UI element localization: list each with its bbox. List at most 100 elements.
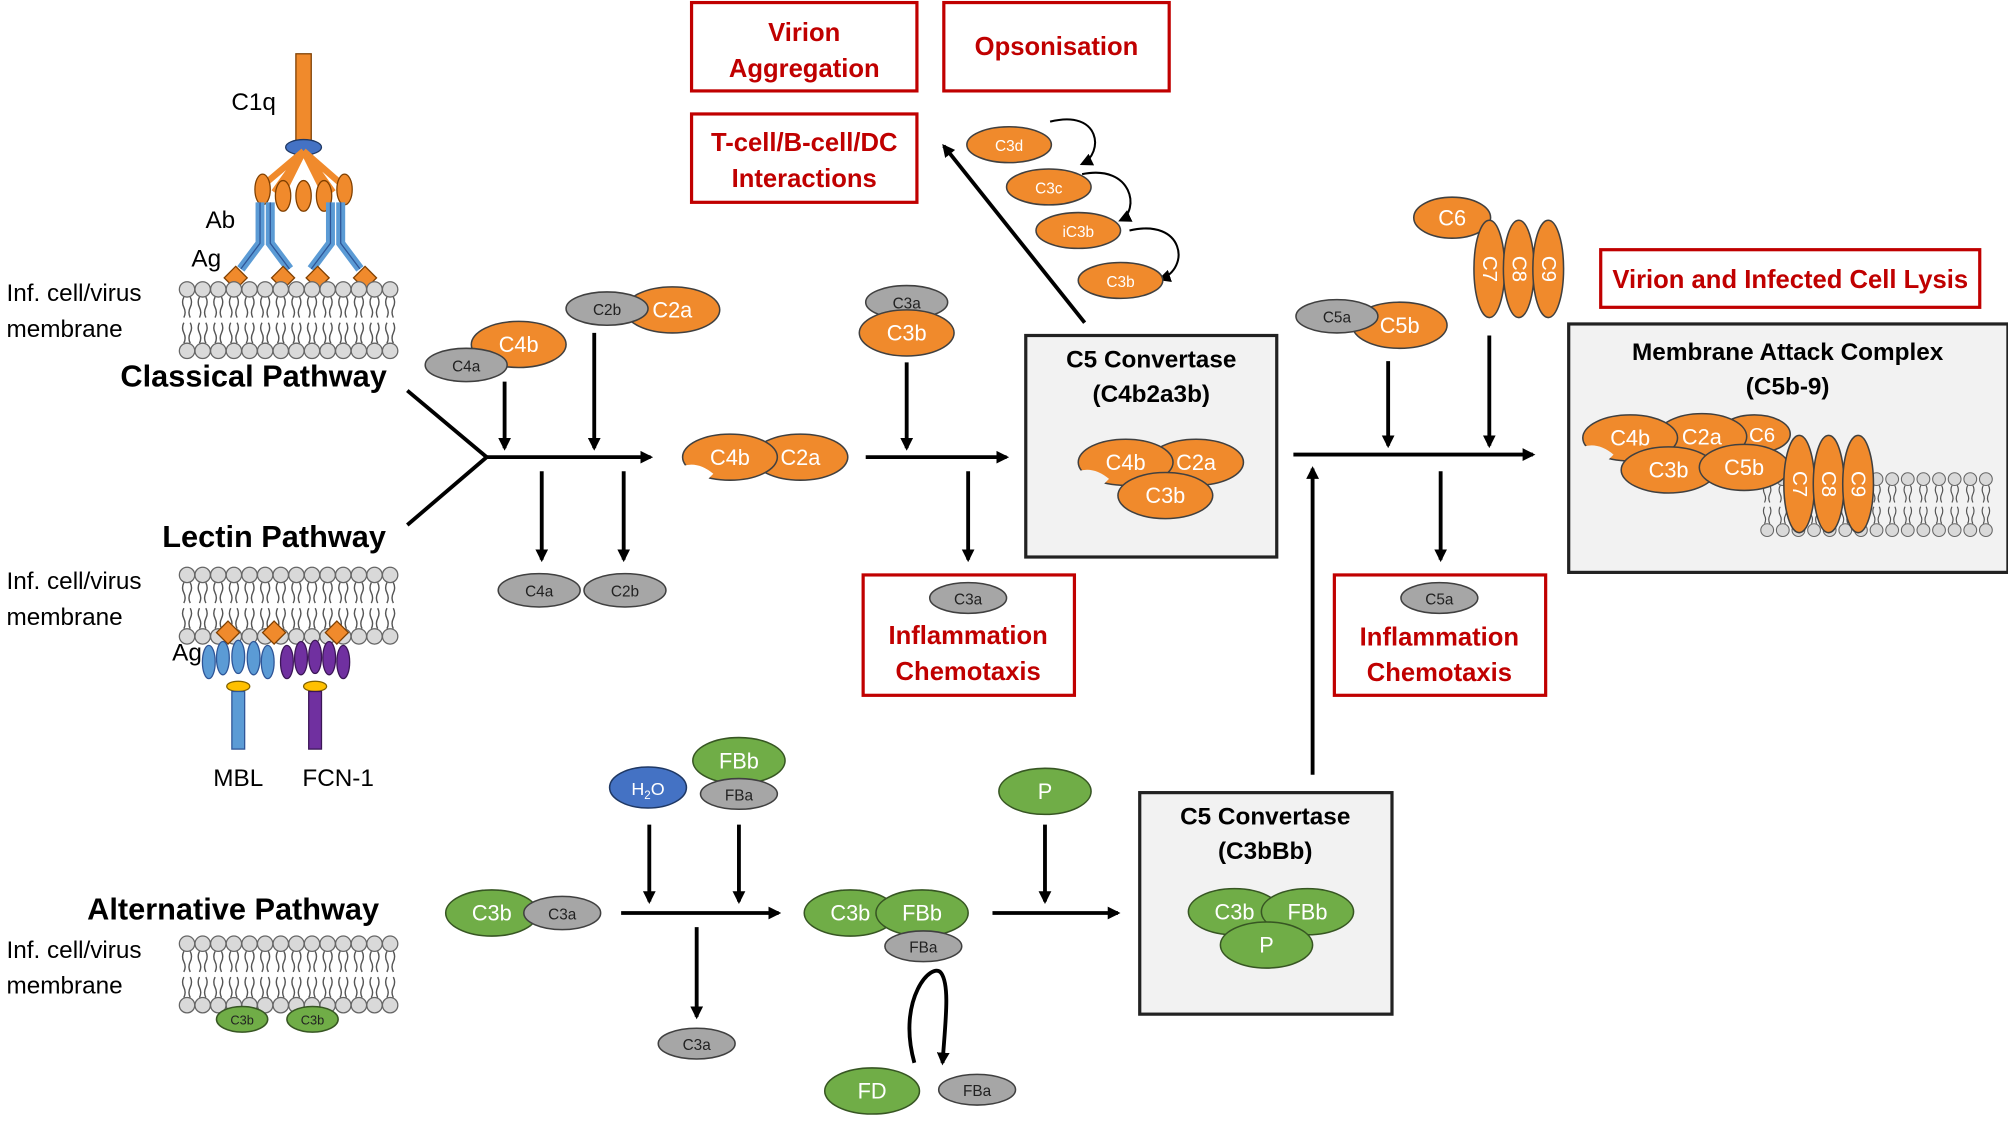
alternative-pathway-title: Alternative Pathway — [87, 891, 379, 926]
flow-arrows — [406, 118, 1536, 1066]
lipid — [288, 566, 305, 645]
fbb-label-2: FBb — [902, 901, 942, 926]
alt-c3a-label-2: C3a — [683, 1037, 712, 1054]
box-c4b-label: C4b — [1106, 450, 1146, 475]
fba-label-2: FBa — [909, 940, 938, 957]
c1q-label: C1q — [231, 89, 276, 116]
inflammation-1-line2: Chemotaxis — [896, 658, 1041, 686]
c3a-label-1: C3a — [893, 296, 922, 313]
lipid — [194, 566, 212, 645]
lipid — [350, 566, 368, 645]
membrane-label-classical-2: membrane — [6, 316, 122, 343]
alt-c3a-label-1: C3a — [548, 906, 577, 923]
mac-c2a-label: C2a — [1682, 424, 1723, 449]
alt-c3b-label-2: C3b — [830, 901, 870, 926]
lipid — [381, 566, 399, 645]
mac-c8-label: C8 — [1817, 471, 1840, 497]
membrane-label-classical-1: Inf. cell/virus — [6, 280, 141, 307]
fcn1-label: FCN-1 — [302, 765, 374, 792]
mac-c3b-label: C3b — [1649, 458, 1689, 483]
lipid — [178, 566, 196, 645]
lipid — [256, 281, 274, 360]
lipid — [319, 935, 337, 1014]
classical-c4b-c4a: C4b C4a — [424, 320, 567, 383]
lectin-receptors — [201, 620, 351, 750]
alt-c3bb-complex: C3b FBb FBa — [803, 889, 969, 963]
c5-split: C5b C5a — [1295, 298, 1448, 350]
lipid — [178, 281, 196, 360]
mac-c9-label: C9 — [1847, 471, 1870, 497]
c3b-degradation-chain: C3d C3c iC3b C3b — [966, 126, 1164, 300]
c2a-label-1: C2a — [652, 298, 693, 323]
alt-box-fbb-label: FBb — [1288, 899, 1328, 924]
outcome-tcell-interactions: T-cell/B-cell/DC Interactions — [689, 112, 919, 204]
mac-c4b-label: C4b — [1610, 426, 1650, 451]
factor-b: FBb FBa — [692, 736, 786, 811]
inflammation-1-line1: Inflammation — [888, 622, 1047, 650]
factor-d: FD FBa — [823, 1067, 1017, 1115]
c6-label-1: C6 — [1438, 205, 1466, 230]
mac-c6-label: C6 — [1749, 424, 1775, 447]
lipid — [241, 935, 258, 1014]
lipid — [350, 281, 368, 360]
membrane-c3b-deposits: C3b C3b — [215, 1005, 339, 1033]
c9-label-1: C9 — [1537, 256, 1560, 282]
mac-c7-label: C7 — [1788, 471, 1811, 497]
lipid — [256, 935, 274, 1014]
c3b-small-label: C3b — [1106, 274, 1134, 291]
c3-convertase-c4b2a: C2a C4b — [681, 433, 849, 482]
c3a-molecule-label: C3a — [954, 591, 983, 608]
c3c-label: C3c — [1035, 180, 1063, 197]
h2o-label: H2O — [631, 779, 664, 802]
c5a-label-1: C5a — [1323, 310, 1352, 327]
membrane-label-alt-2: membrane — [6, 973, 122, 1000]
classical-convertase-title: C5 Convertase — [1066, 347, 1236, 374]
alt-c5-convertase-box: C5 Convertase (C3bBb) C3b FBb P — [1138, 791, 1394, 1016]
lipid — [194, 935, 212, 1014]
lipid — [241, 281, 258, 360]
mac-sub: (C5b-9) — [1746, 373, 1830, 400]
c3-split: C3a C3b — [858, 284, 955, 357]
virion-aggregation-line1: Virion — [768, 19, 840, 47]
mbl-label: MBL — [213, 765, 263, 792]
c4b-label-2: C4b — [710, 445, 750, 470]
c4b-label-1: C4b — [499, 332, 539, 357]
c5b-label-1: C5b — [1380, 313, 1420, 338]
lipid — [303, 566, 321, 645]
membrane-lectin — [178, 566, 399, 645]
membrane-label-lectin-1: Inf. cell/virus — [6, 568, 141, 595]
outcome-virion-aggregation: Virion Aggregation — [689, 0, 919, 93]
lipid — [241, 566, 258, 645]
lipid — [303, 281, 321, 360]
ag-label-lectin: Ag — [172, 640, 202, 667]
lipid — [209, 935, 227, 1014]
tcell-line1: T-cell/B-cell/DC — [711, 129, 897, 157]
membrane-label-lectin-2: membrane — [6, 604, 122, 631]
alt-c3b-label-1: C3b — [472, 901, 512, 926]
mac-box: Membrane Attack Complex (C5b-9) C6 C2a C… — [1567, 322, 2008, 574]
water-molecule: H2O — [608, 766, 688, 809]
released-c3a-alt: C3a — [657, 1027, 736, 1060]
membrane-c3b-2-label: C3b — [301, 1012, 324, 1027]
membrane-c3b-1-label: C3b — [230, 1012, 253, 1027]
alt-box-c3b-label: C3b — [1215, 899, 1255, 924]
c7-label-1: C7 — [1478, 256, 1501, 282]
lipid — [194, 281, 212, 360]
box-c2a-label: C2a — [1176, 450, 1217, 475]
lipid — [272, 935, 290, 1014]
classical-convertase-sub: (C4b2a3b) — [1092, 381, 1210, 408]
lipid — [209, 281, 227, 360]
tcell-line2: Interactions — [732, 165, 877, 193]
alt-convertase-sub: (C3bBb) — [1218, 838, 1313, 865]
lectin-pathway-title: Lectin Pathway — [162, 519, 386, 554]
lipid — [225, 935, 243, 1014]
outcome-cell-lysis: Virion and Infected Cell Lysis — [1599, 248, 1982, 309]
classical-pathway-title: Classical Pathway — [120, 359, 386, 394]
lipid — [288, 935, 305, 1014]
classical-c2a-c2b: C2a C2b — [565, 286, 721, 334]
classical-antibody-complex — [223, 53, 378, 291]
outcome-inflammation-2: C5a Inflammation Chemotaxis — [1332, 573, 1548, 697]
box-c3b-label: C3b — [1145, 483, 1185, 508]
lipid — [381, 935, 399, 1014]
